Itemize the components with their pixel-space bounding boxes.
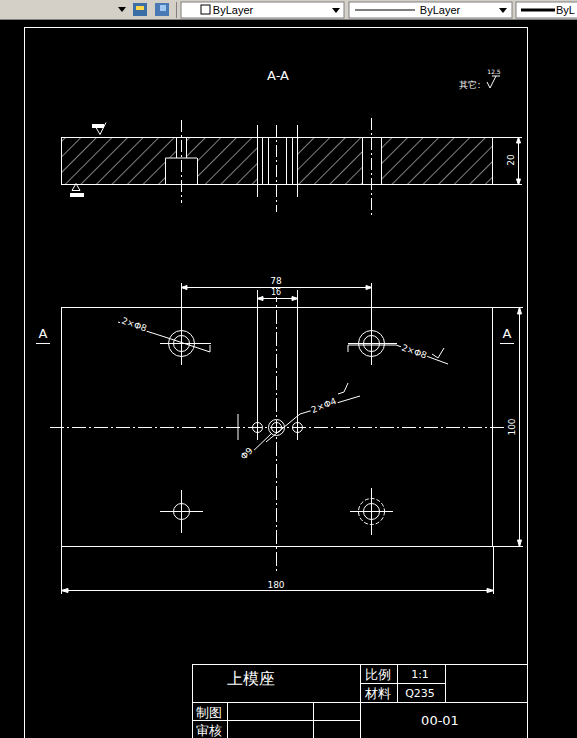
- section-mark: A: [39, 327, 48, 340]
- drawing-stroke: [432, 348, 444, 358]
- drawing-stroke: [348, 345, 448, 364]
- drawing-stroke: [181, 283, 372, 340]
- dimension-text: 78: [269, 277, 282, 286]
- dimension-text: 2×Φ8: [399, 343, 428, 361]
- drawing-stroke: [276, 125, 277, 212]
- drawing-stroke: [160, 5, 166, 11]
- drawing-stroke: [160, 490, 203, 533]
- drawing-stroke: [371, 118, 372, 218]
- section-mark: A: [503, 327, 512, 340]
- dimension-text: 100: [508, 417, 517, 436]
- drawing-stroke: [155, 3, 169, 16]
- drawing-stroke: [487, 76, 500, 88]
- drawing-stroke: [521, 9, 555, 12]
- drawing-stroke: [181, 2, 344, 18]
- dimension-text: 16: [270, 289, 282, 297]
- dimension-text: 2×Φ8: [119, 316, 148, 334]
- drawing-frame: [25, 28, 528, 738]
- dimension-text: 180: [266, 581, 285, 590]
- drawing-stroke: [50, 427, 506, 428]
- drawing-stroke: [493, 137, 522, 185]
- drawing-stroke: [201, 5, 210, 14]
- drawing-number: 00-01: [421, 714, 459, 727]
- drawing-stroke: [70, 193, 84, 197]
- roughness-value: 12.5: [487, 69, 500, 75]
- table-cell: 比例: [365, 668, 391, 681]
- table-cell: 审核: [196, 724, 222, 737]
- drawing-stroke: [181, 286, 372, 301]
- table-cell: Q235: [405, 688, 435, 699]
- table-cell: 材料: [365, 687, 391, 700]
- drawing-stroke: [350, 488, 393, 535]
- drawing-stroke: [276, 288, 277, 572]
- drawing-stroke: [181, 120, 182, 203]
- drawing-stroke: [332, 8, 340, 13]
- table-cell: 1:1: [411, 669, 429, 680]
- drawing-stroke: [238, 290, 298, 440]
- view-title: A-A: [267, 69, 289, 82]
- drawing-stroke: [257, 125, 258, 137]
- note-text: 其它:: [459, 81, 480, 90]
- drawing-stroke: [355, 10, 415, 11]
- drawing-stroke: [0, 0, 577, 20]
- dimension-text: 2×Φ4: [309, 397, 338, 416]
- drawing-stroke: [61, 547, 494, 594]
- drawing-stroke: [36, 343, 514, 344]
- drawing-stroke: [193, 665, 528, 738]
- drawing-stroke: [92, 123, 106, 135]
- drawing-stroke: [118, 7, 126, 12]
- drawing-stroke: [257, 185, 258, 197]
- drawing-stroke: [0, 19, 577, 20]
- drawing-stroke: [176, 2, 177, 18]
- drawing-stroke: [348, 322, 397, 365]
- drawing-stroke: [70, 184, 84, 194]
- drawing-stroke: [518, 307, 522, 547]
- part-name: 上模座: [227, 671, 275, 687]
- drawing-stroke: [182, 118, 372, 218]
- drawing-stroke: [297, 125, 298, 137]
- drawing-stroke: [297, 185, 298, 197]
- toolbar-text: ByLayer: [420, 5, 460, 16]
- drawing-stroke: [499, 8, 507, 13]
- table-cell: 制图: [196, 706, 222, 719]
- drawing-stroke: [136, 6, 144, 10]
- drawing-stroke: [92, 124, 104, 128]
- drawing-stroke: [338, 383, 348, 394]
- toolbar-text: ByLayer: [213, 5, 253, 16]
- toolbar-text: ByL: [556, 5, 575, 16]
- drawing-stroke: [517, 137, 521, 185]
- drawing-stroke: [349, 2, 512, 18]
- toolbar: [0, 0, 577, 20]
- drawing-stroke: [192, 664, 528, 738]
- section-view: [61, 76, 522, 218]
- title-block: [192, 664, 528, 738]
- drawing-stroke: [133, 3, 147, 16]
- drawing-stroke: [266, 396, 360, 442]
- drawing-stroke: [50, 288, 506, 572]
- dimension-text: 20: [507, 153, 516, 166]
- drawing-stroke: [258, 137, 298, 185]
- plan-view: [36, 283, 523, 594]
- dimension-text: Φ9: [239, 446, 256, 463]
- drawing-stroke: [516, 2, 577, 18]
